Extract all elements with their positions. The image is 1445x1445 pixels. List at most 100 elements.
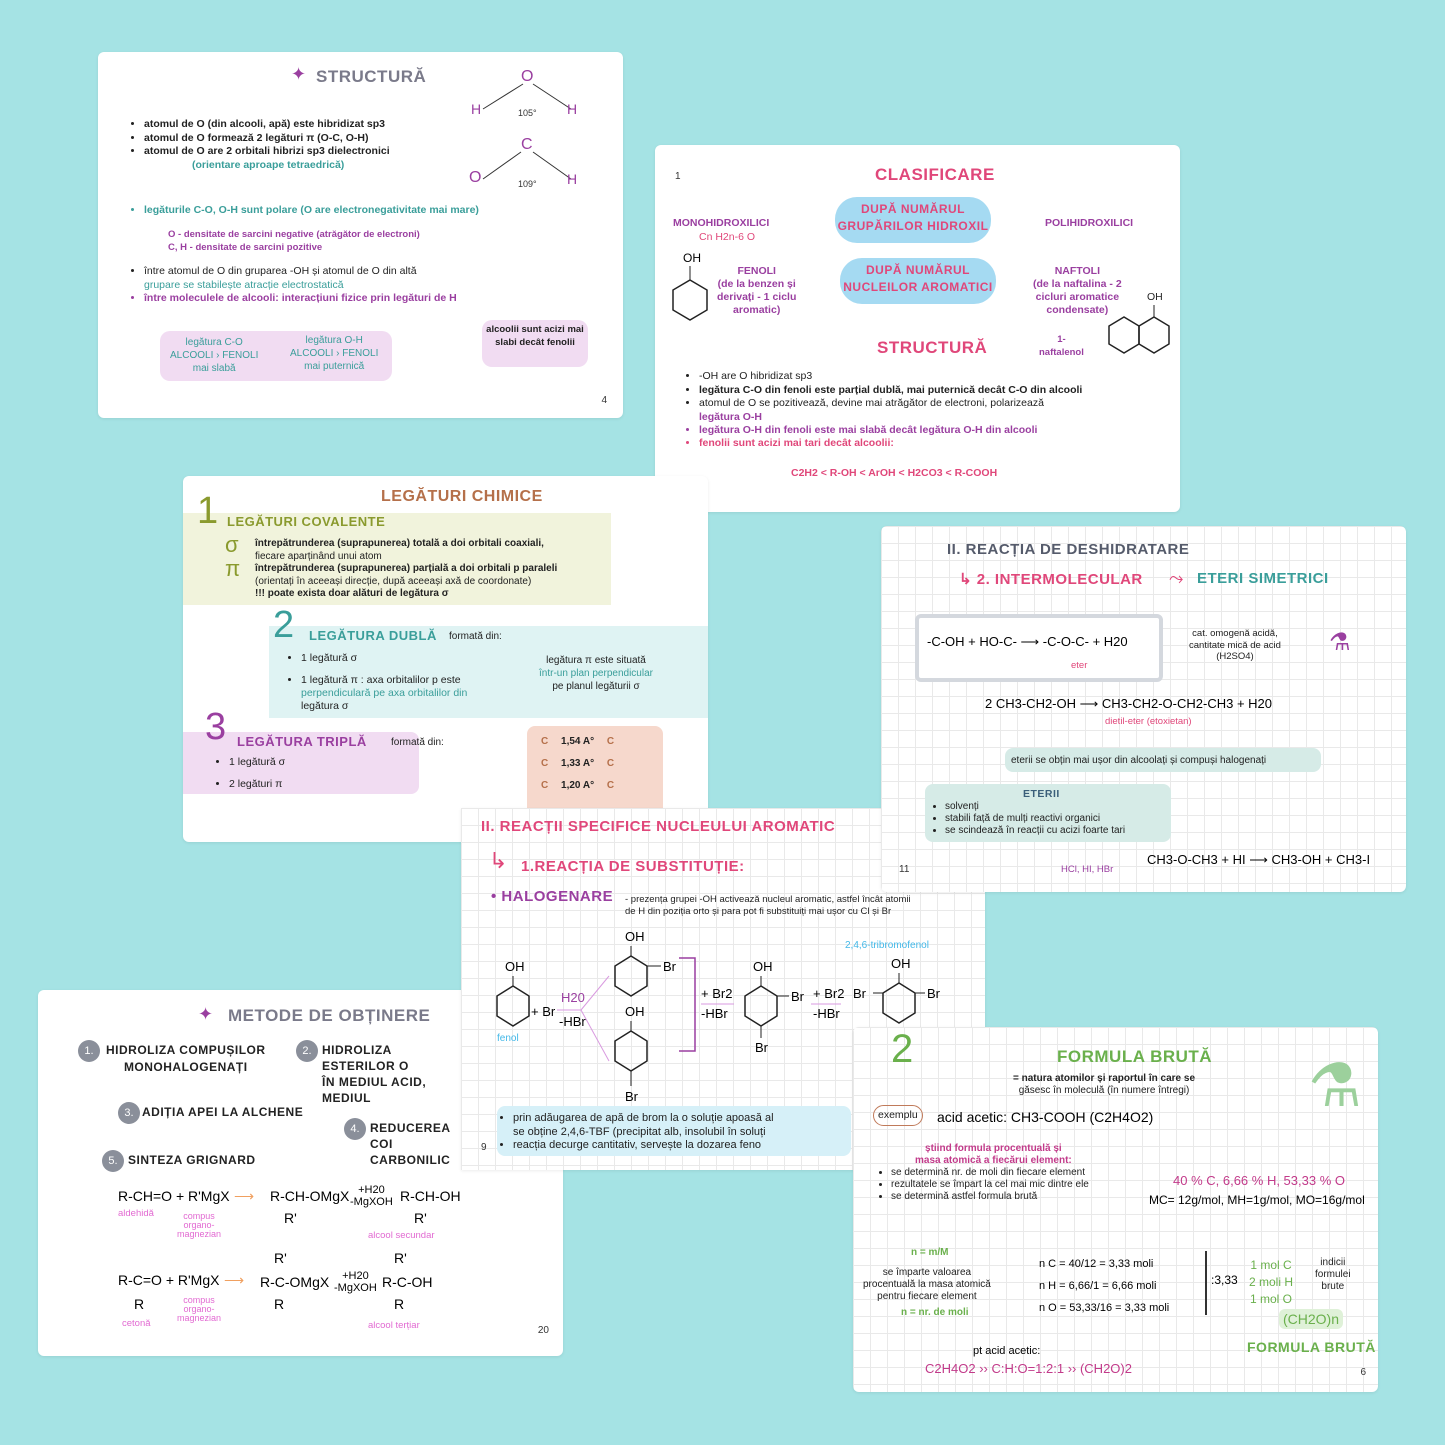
bond-length-box: C 1,54 A° C C 1,33 A° C C 1,20 A° C	[527, 726, 663, 816]
halogenare-text: HALOGENARE	[501, 888, 614, 905]
know-text: știind formula procentuală și	[925, 1143, 1062, 1154]
label-alcool-tertiar: alcool terțiar	[368, 1320, 420, 1331]
equation: -C-OH + HO-C- ⟶ -C-O-C- + H20	[927, 634, 1128, 649]
svg-text:OH: OH	[753, 959, 773, 974]
acid-formula: acid acetic: CH3-COOH (C2H4O2)	[937, 1109, 1154, 1125]
sub-bullet: C, H - densitate de sarcini pozitive	[168, 242, 323, 253]
slide-structura-alcooli: STRUCTURĂ ✦ OHH COH 105°109° atomul de O…	[98, 52, 623, 418]
bullet-cont: (orientare aproape tetraedrică)	[192, 158, 345, 171]
equation-2: 2 CH3-CH2-OH ⟶ CH3-CH2-O-CH2-CH3 + H20	[985, 696, 1272, 711]
svg-text:H: H	[567, 171, 577, 187]
method-text: CARBONILIC	[370, 1153, 451, 1167]
slide-deshidratare: II. REACȚIA DE DESHIDRATARE ↳ 2. INTERMO…	[881, 526, 1406, 892]
bullet: -OH are O hibridizat sp3	[699, 370, 1082, 384]
bullet: atomul de O formează 2 legături π (O-C, …	[144, 132, 390, 146]
slide-title: STRUCTURĂ	[316, 67, 427, 86]
covalent-section	[183, 513, 611, 605]
flask-icon: ⚗	[1329, 629, 1351, 656]
explanation: pentru fiecare element	[877, 1291, 977, 1302]
naftoli-text: (de la naftalina - 2	[1033, 278, 1122, 290]
bullet: atomul de O (din alcooli, apă) este hibr…	[144, 118, 390, 132]
divisor: :3,33	[1211, 1273, 1238, 1287]
arrow-icon: ↳	[489, 848, 508, 873]
callout-text: prin adăugarea de apă de brom la o soluț…	[513, 1112, 774, 1126]
slide-title: METODE DE OBȚINERE	[228, 1006, 431, 1025]
pill-text: DUPĂ NUMĂRUL	[861, 202, 965, 216]
carbon: C	[606, 758, 615, 769]
flask-illustration: ⚗	[1308, 1052, 1362, 1119]
page-number: 6	[1360, 1367, 1366, 1378]
triple-bond-section	[183, 732, 419, 794]
sub-bullet: O - densitate de sarcini negative (atrăg…	[168, 229, 420, 240]
box-text: ALCOOLI › FENOLI	[290, 348, 379, 359]
method-text: MONOHALOGENAȚI	[123, 1060, 248, 1074]
final-formula: C2H4O2 ›› C:H:O=1:2:1 ›› (CH2O)2	[925, 1361, 1132, 1376]
page-number: 20	[537, 1325, 549, 1336]
mono-label: MONOHIDROXILICI	[673, 217, 770, 229]
note-box	[1005, 748, 1321, 772]
know-text: masa atomică a fiecărui element:	[915, 1155, 1072, 1166]
sigma-def: fiecare aparținând unui atom	[255, 550, 382, 562]
svg-text:fenol: fenol	[497, 1033, 519, 1044]
formula-label: FORMULA BRUTĂ	[1247, 1339, 1376, 1355]
section-title: LEGĂTURI COVALENTE	[227, 514, 386, 529]
page-number: 1	[675, 171, 681, 182]
section-number: 2	[273, 604, 295, 646]
svg-text:O: O	[521, 68, 533, 85]
svg-text:Br: Br	[927, 986, 941, 1001]
section-subtitle: formată din:	[449, 631, 502, 642]
catalyst: (H2SO4)	[1216, 651, 1254, 662]
carbon: C	[541, 758, 549, 769]
naftalenol-label: 1-	[1057, 334, 1066, 345]
page-number: 9	[481, 1142, 487, 1153]
byproduct: -MgXOH	[334, 1282, 377, 1294]
indices-label: brute	[1321, 1281, 1345, 1292]
svg-text:O: O	[469, 169, 481, 186]
section-title: LEGĂTURA TRIPLĂ	[237, 734, 367, 749]
substituent: R'	[414, 1210, 427, 1226]
slide-title: II. REACȚII SPECIFICE NUCLEULUI AROMATIC	[481, 818, 836, 835]
bullet: atomul de O se pozitivează, devine mai a…	[699, 397, 1082, 411]
polar-bullet: legăturile C-O, O-H sunt polare (O are e…	[144, 204, 479, 218]
page-number: 4	[601, 395, 607, 406]
number-badge: 1.	[78, 1040, 100, 1062]
box-text: mai slabă	[192, 363, 236, 374]
bullet: atomul de O are 2 orbitali hibrizi sp3 d…	[144, 145, 390, 159]
intermediate: R-CH-OMgX	[270, 1188, 350, 1204]
naftoli-text: NAFTOLI	[1054, 265, 1100, 277]
carbon: C	[541, 736, 549, 747]
product: R-C-OH	[382, 1274, 433, 1290]
note: legătura π este situată	[546, 655, 646, 666]
fenoli-text: (de la benzen și	[717, 278, 796, 290]
length-triple: 1,20 A°	[561, 780, 595, 791]
subtitle: ETERI SIMETRICI	[1197, 570, 1329, 587]
svg-text:109°: 109°	[518, 179, 537, 189]
section-number: 2	[891, 1027, 914, 1071]
bond-comparison-box	[160, 331, 392, 381]
example-badge: exemplu	[873, 1105, 923, 1126]
svg-text:+ Br2: + Br2	[701, 986, 732, 1001]
calc-line: n H = 6,66/1 = 6,66 moli	[1039, 1280, 1157, 1292]
divider	[1205, 1251, 1207, 1315]
result: 1 mol O	[1250, 1292, 1293, 1306]
label-alcool-secundar: alcool secundar	[368, 1230, 435, 1241]
bullet: stabili față de mulți reactivi organici	[945, 813, 1125, 825]
substituent: R	[274, 1296, 285, 1312]
pi-def: (orientați în aceeași direcție, după ace…	[255, 575, 532, 587]
section-text: 2. INTERMOLECULAR	[976, 571, 1143, 588]
pill-text: NUCLEILOR AROMATICI	[843, 280, 993, 294]
definition: găsesc în moleculă (în numere întregi)	[1018, 1085, 1190, 1096]
bullet: legătura C-O din fenoli este parțial dub…	[699, 384, 1082, 398]
reagents: HCl, HI, HBr	[1061, 864, 1114, 875]
slide-title: II. REACȚIA DE DESHIDRATARE	[947, 541, 1190, 558]
fenoli-text: FENOLI	[737, 265, 776, 277]
acidity-order: C2H2 < R-OH < ArOH < H2CO3 < R-COOH	[791, 467, 998, 479]
substituent: R'	[274, 1250, 287, 1266]
method-text: HIDROLIZA ESTERILOR O	[322, 1043, 409, 1073]
length-single: 1,54 A°	[561, 736, 595, 747]
bullet-cont: legătura σ	[301, 700, 349, 712]
step: se determină astfel formula brută	[891, 1191, 1089, 1203]
svg-text:-HBr: -HBr	[701, 1006, 728, 1021]
